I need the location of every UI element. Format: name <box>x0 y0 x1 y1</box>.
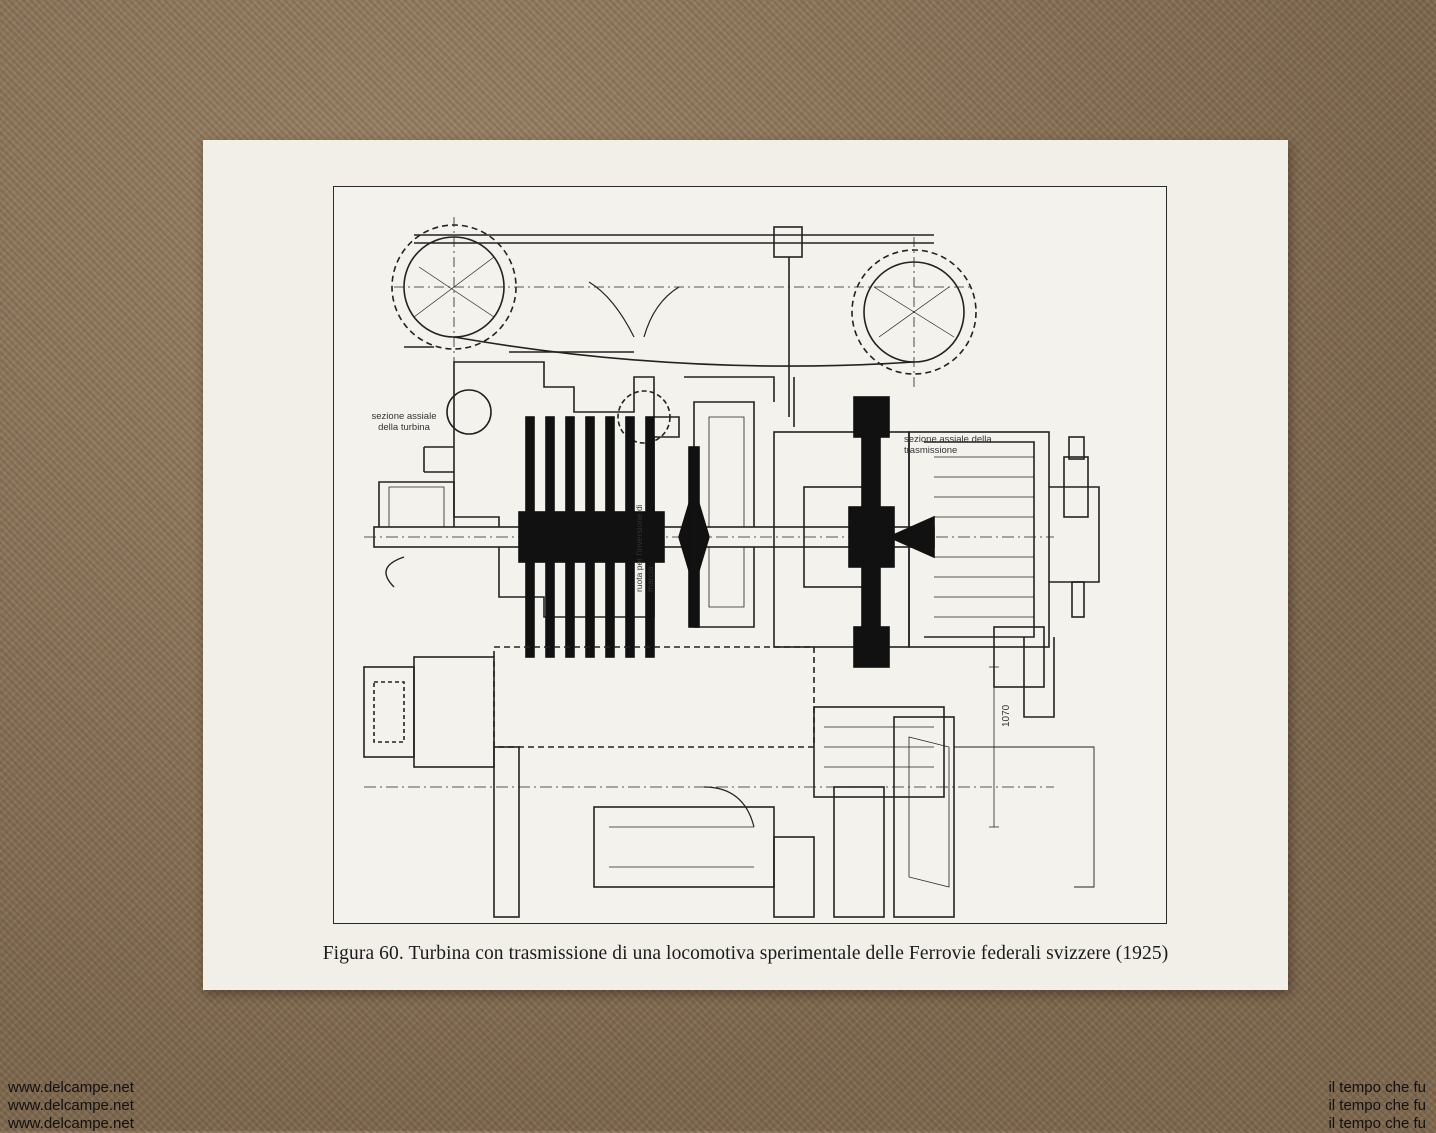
watermark-left-line: www.delcampe.net <box>8 1097 134 1114</box>
dimension-label: 1070 <box>1001 704 1012 727</box>
turbine-drawing-svg <box>363 217 1100 918</box>
watermark-left-line: www.delcampe.net <box>8 1115 134 1132</box>
watermark-right-line: il tempo che fu <box>1328 1097 1426 1114</box>
watermark-right-line: il tempo che fu <box>1328 1079 1426 1096</box>
watermark-left: www.delcampe.net www.delcampe.net www.de… <box>8 1079 134 1133</box>
watermark-left-line: www.delcampe.net <box>8 1079 134 1096</box>
transmission-housing <box>773 431 1100 718</box>
transmission-section-label: sezione assiale della trasmissione <box>904 434 992 456</box>
lower-frame <box>363 646 1095 918</box>
reversing-wheel-label: ruota per l'inversione di marcia <box>634 504 655 592</box>
turbine-section-label: sezione assiale della turbina <box>371 411 437 433</box>
rotor-blades <box>518 416 710 658</box>
top-drums <box>391 217 977 417</box>
figure-caption: Figura 60. Turbina con trasmissione di u… <box>322 943 1169 964</box>
transmission-gear <box>848 396 935 668</box>
watermark-right: il tempo che fu il tempo che fu il tempo… <box>1328 1079 1426 1133</box>
print-card: sezione assiale della turbina sezione as… <box>203 140 1288 990</box>
technical-drawing: sezione assiale della turbina sezione as… <box>333 186 1167 924</box>
watermark-right-line: il tempo che fu <box>1328 1115 1426 1132</box>
